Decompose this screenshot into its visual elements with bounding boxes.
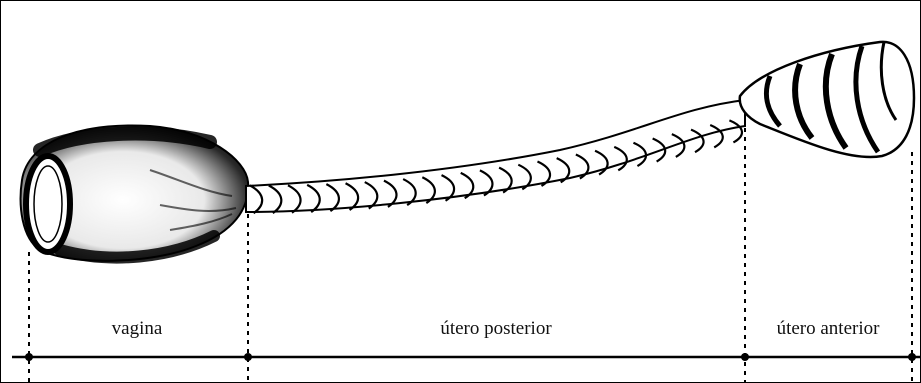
- anterior-uterus-drawing: [740, 42, 914, 157]
- marker: [908, 353, 916, 361]
- marker: [244, 353, 252, 361]
- label-posterior-uterus: útero posterior: [440, 318, 551, 340]
- label-anterior-uterus: útero anterior: [777, 318, 880, 340]
- vagina-drawing: [21, 125, 249, 260]
- marker: [25, 353, 33, 361]
- label-vagina: vagina: [112, 318, 163, 340]
- posterior-uterus-drawing: [246, 100, 745, 213]
- marker: [741, 353, 749, 361]
